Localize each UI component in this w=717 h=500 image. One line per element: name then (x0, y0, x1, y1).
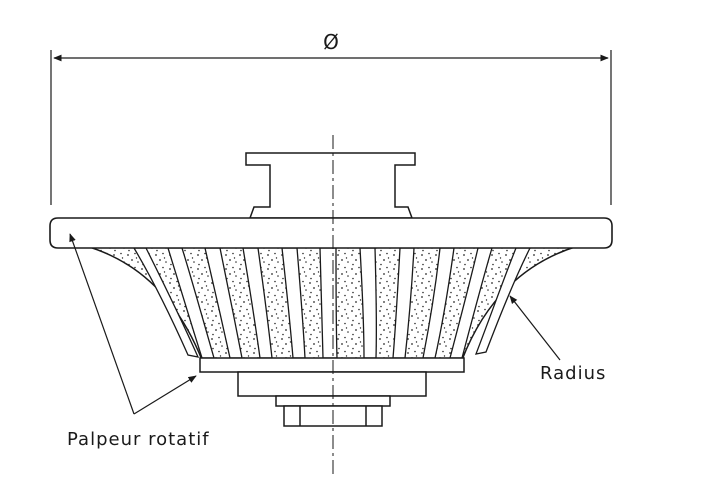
palpeur-leaders (69, 233, 197, 415)
lower-hub (237, 371, 427, 397)
top-hub (245, 152, 416, 219)
diameter-label: Ø (323, 30, 339, 54)
palpeur-label: Palpeur rotatif (67, 429, 210, 450)
top-flange (49, 217, 613, 249)
bottom-plate (199, 357, 465, 373)
radius-leader (509, 295, 561, 361)
radius-label: Radius (540, 363, 606, 384)
diameter-dimension (50, 50, 612, 205)
